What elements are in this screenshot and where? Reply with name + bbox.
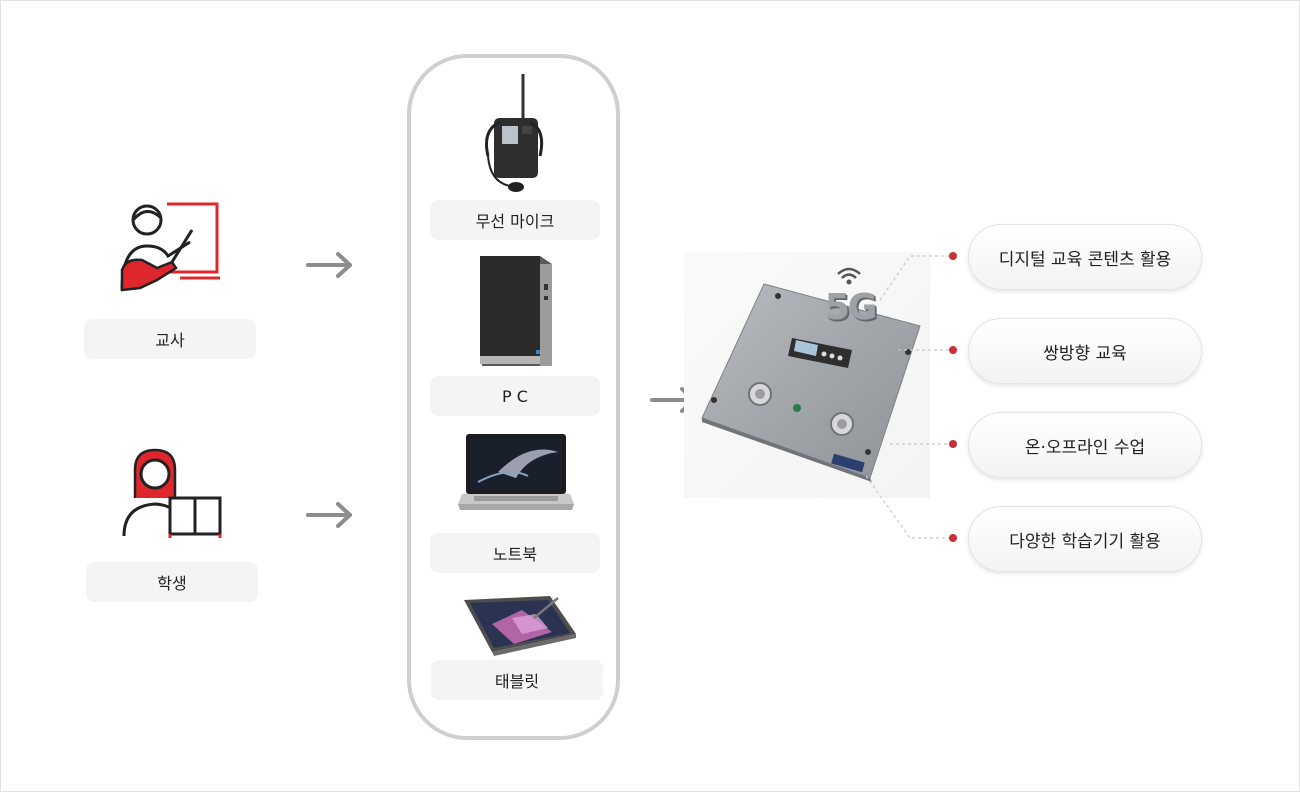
device-label-pc: P C xyxy=(430,376,600,416)
wireless-mic-icon xyxy=(485,74,544,192)
hub-5g-badge: 5G xyxy=(824,287,878,328)
connector-dot xyxy=(949,440,957,448)
connector-dot xyxy=(949,534,957,542)
teacher-icon xyxy=(120,202,220,292)
device-label-laptop: 노트북 xyxy=(430,533,600,573)
result-various-devices: 다양한 학습기기 활용 xyxy=(968,506,1202,572)
connector-dot xyxy=(949,252,957,260)
device-label-mic: 무선 마이크 xyxy=(430,200,600,240)
device-label-tablet: 태블릿 xyxy=(431,660,603,700)
arrow-teacher-icon xyxy=(306,252,352,278)
result-interactive-education: 쌍방향 교육 xyxy=(968,318,1202,384)
laptop-icon xyxy=(458,434,574,510)
result-digital-content: 디지털 교육 콘텐츠 활용 xyxy=(968,224,1202,290)
arrow-student-icon xyxy=(306,502,352,528)
desktop-pc-icon xyxy=(480,256,552,366)
result-online-offline-class: 온·오프라인 수업 xyxy=(968,412,1202,478)
student-icon xyxy=(122,448,222,538)
wifi-icon xyxy=(837,267,861,285)
tablet-icon xyxy=(464,596,576,656)
teacher-label: 교사 xyxy=(84,319,256,359)
device-group xyxy=(407,54,620,740)
connector-dot xyxy=(949,346,957,354)
hub-panel-icon xyxy=(701,283,921,482)
result-connectors xyxy=(865,252,957,542)
student-label: 학생 xyxy=(86,562,258,602)
